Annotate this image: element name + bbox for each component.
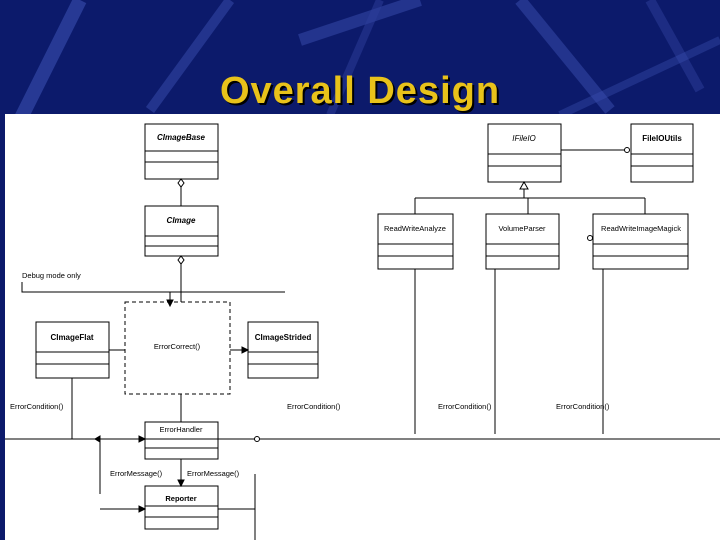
error-condition-label: ErrorCondition() <box>438 402 492 411</box>
class-name: VolumeParser <box>498 224 546 233</box>
error-correct-label: ErrorCorrect() <box>154 342 201 351</box>
class-volumeparser: VolumeParser <box>485 213 560 270</box>
class-reporter: Reporter <box>144 485 219 530</box>
class-name: FileIOUtils <box>642 134 682 143</box>
class-name: CImageStrided <box>255 333 312 342</box>
error-condition-label: ErrorCondition() <box>556 402 610 411</box>
class-fileioutils: FileIOUtils <box>630 123 694 183</box>
error-condition-label: ErrorCondition() <box>10 402 64 411</box>
error-message-label: ErrorMessage() <box>110 469 163 478</box>
class-name: ErrorHandler <box>160 425 203 434</box>
class-name: ReadWriteImageMagick <box>601 224 681 233</box>
class-name: ReadWriteAnalyze <box>384 224 446 233</box>
class-cimageflat: CImageFlat <box>35 321 110 379</box>
class-readwriteanalyze: ReadWriteAnalyze <box>377 213 454 270</box>
error-condition-label: ErrorCondition() <box>287 402 341 411</box>
class-name: CImageFlat <box>50 333 93 342</box>
debug-mode-label: Debug mode only <box>22 271 81 280</box>
class-name: CImage <box>167 216 196 225</box>
uml-diagram-canvas: CImageBase CImage Debug mode only ErrorC… <box>5 123 720 540</box>
class-readwriteimagemagick: ReadWriteImageMagick <box>592 213 689 270</box>
error-message-label: ErrorMessage() <box>187 469 240 478</box>
class-cimagestrided: CImageStrided <box>247 321 319 379</box>
class-cimage: CImage <box>144 205 219 257</box>
error-correct-box: ErrorCorrect() <box>124 301 231 395</box>
slide-title: Overall Design <box>219 70 501 112</box>
class-name: IFileIO <box>512 134 536 143</box>
class-name: Reporter <box>165 494 196 503</box>
class-errorhandler: ErrorHandler <box>144 421 219 460</box>
uml-class-diagram: CImageBase CImage Debug mode only ErrorC… <box>5 114 720 540</box>
class-ifileio: IFileIO <box>487 123 562 183</box>
class-cimagebase: CImageBase <box>144 123 219 180</box>
class-name: CImageBase <box>157 133 206 142</box>
